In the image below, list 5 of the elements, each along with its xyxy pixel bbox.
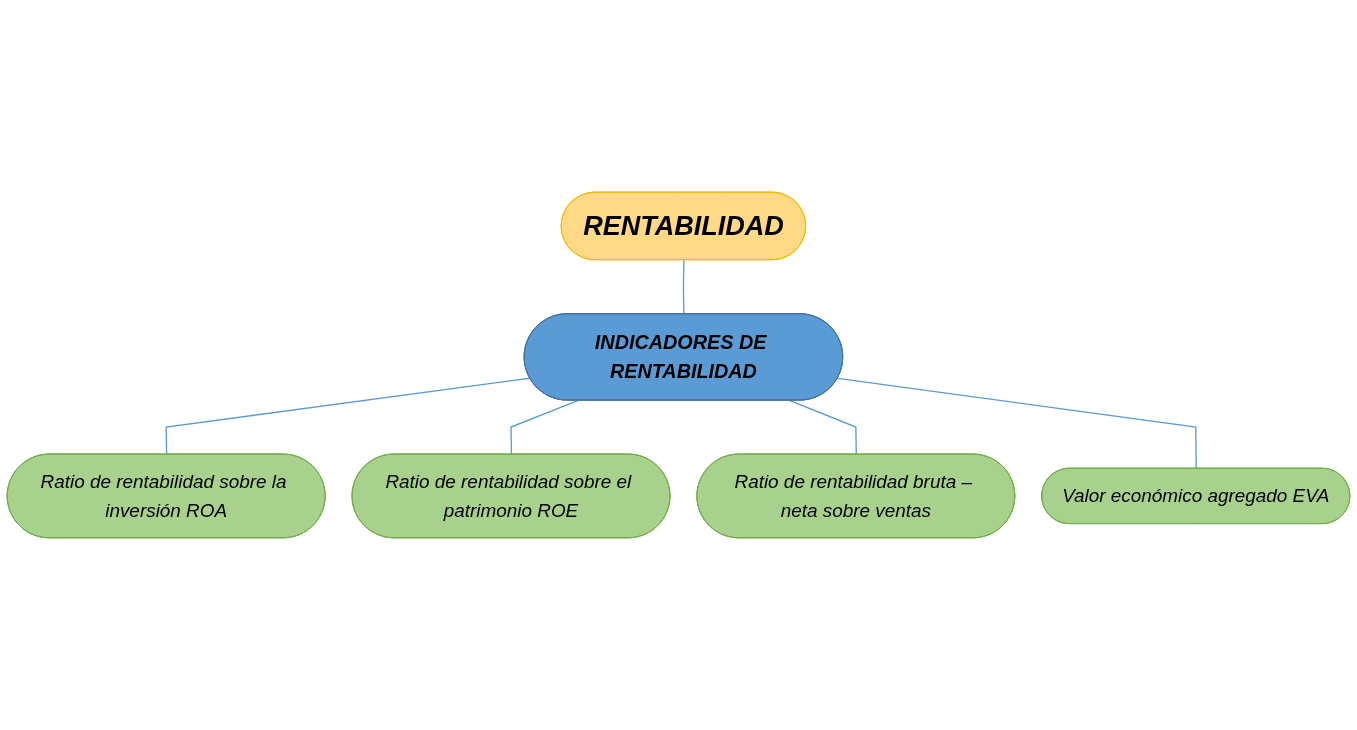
connector	[682, 259, 685, 315]
connector	[510, 399, 579, 456]
connector	[789, 399, 857, 456]
connector	[165, 377, 531, 456]
connector	[836, 377, 1197, 470]
